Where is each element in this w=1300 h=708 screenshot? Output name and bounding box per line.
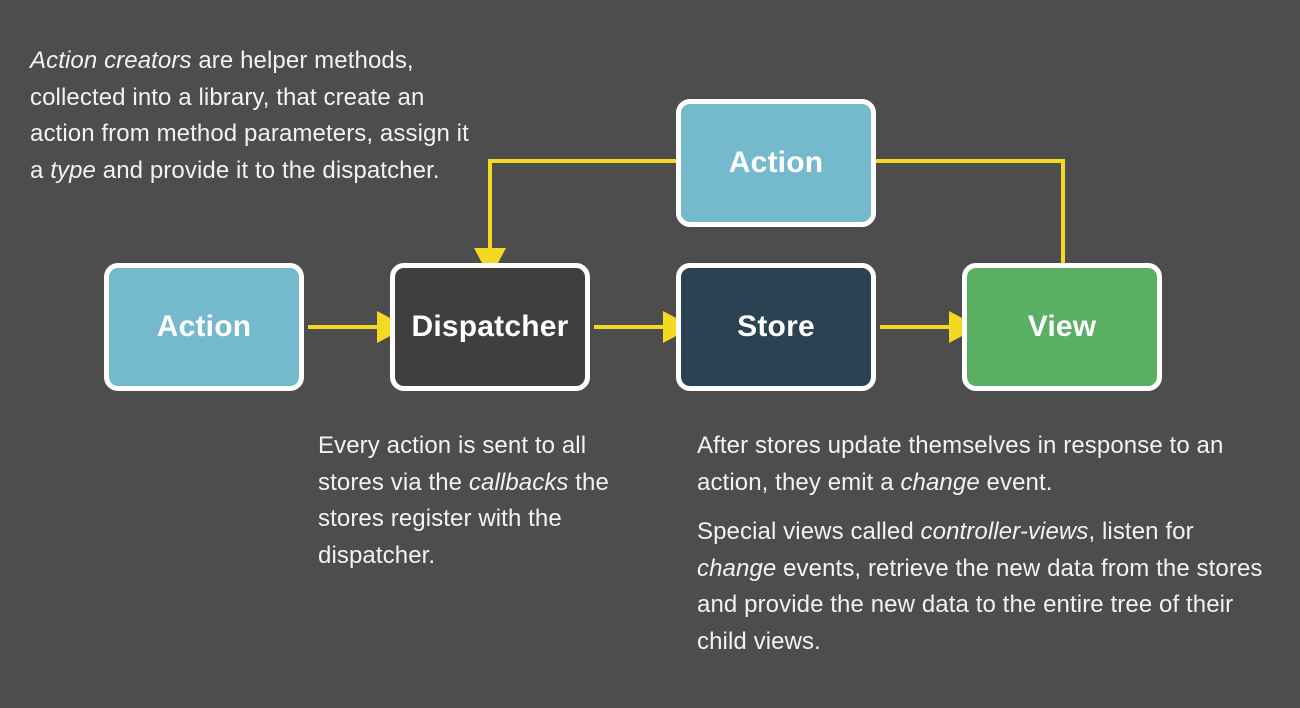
note-right-p2-part2: , listen for xyxy=(1088,518,1194,545)
node-store[interactable]: Store xyxy=(676,263,876,391)
note-right-p2-part1: Special views called xyxy=(697,518,921,545)
note-right-p2-italic-change: change xyxy=(697,554,777,582)
node-dispatcher[interactable]: Dispatcher xyxy=(390,263,590,391)
node-store-label: Store xyxy=(737,310,815,343)
node-dispatcher-label: Dispatcher xyxy=(411,310,569,343)
store-view-annotation: After stores update themselves in respon… xyxy=(697,428,1272,660)
note-right-p2-part3: events, retrieve the new data from the s… xyxy=(697,554,1263,655)
intro-lead-italic: Action creators xyxy=(30,47,192,74)
node-view-label: View xyxy=(1027,310,1097,343)
store-view-annotation-paragraph-1: After stores update themselves in respon… xyxy=(697,428,1272,501)
node-action-top-label: Action xyxy=(728,146,824,179)
intro-body: are helper methods, collected into a lib… xyxy=(30,47,469,184)
store-view-annotation-paragraph-2: Special views called controller-views, l… xyxy=(697,514,1272,660)
note-left-italic-callbacks: callbacks xyxy=(468,468,569,496)
note-right-p1-part2: event. xyxy=(979,468,1053,496)
note-right-p1-part1: After stores update themselves in respon… xyxy=(697,432,1224,496)
node-view[interactable]: View xyxy=(962,263,1162,391)
note-left-part2: the stores register with the dispatcher. xyxy=(318,468,609,569)
node-action-top[interactable]: Action xyxy=(676,99,876,227)
intro-tail: and provide it to the dispatcher. xyxy=(95,156,440,184)
note-left-part1: Every action is sent to all stores via t… xyxy=(318,432,587,496)
node-action-left-label: Action xyxy=(156,310,252,343)
intro-annotation: Action creators are helper methods, coll… xyxy=(30,43,470,189)
dispatcher-annotation-paragraph: Every action is sent to all stores via t… xyxy=(318,428,658,574)
edge-view-to-action-top xyxy=(874,159,1065,265)
intro-annotation-paragraph: Action creators are helper methods, coll… xyxy=(30,43,470,189)
edge-action-top-to-dispatcher xyxy=(474,159,676,278)
note-right-p2-italic-controller-views: controller-views xyxy=(920,518,1089,545)
node-action-left[interactable]: Action xyxy=(104,263,304,391)
note-right-p1-italic-change: change xyxy=(900,468,980,496)
dispatcher-annotation: Every action is sent to all stores via t… xyxy=(318,428,658,574)
intro-italic-type: type xyxy=(50,156,96,184)
